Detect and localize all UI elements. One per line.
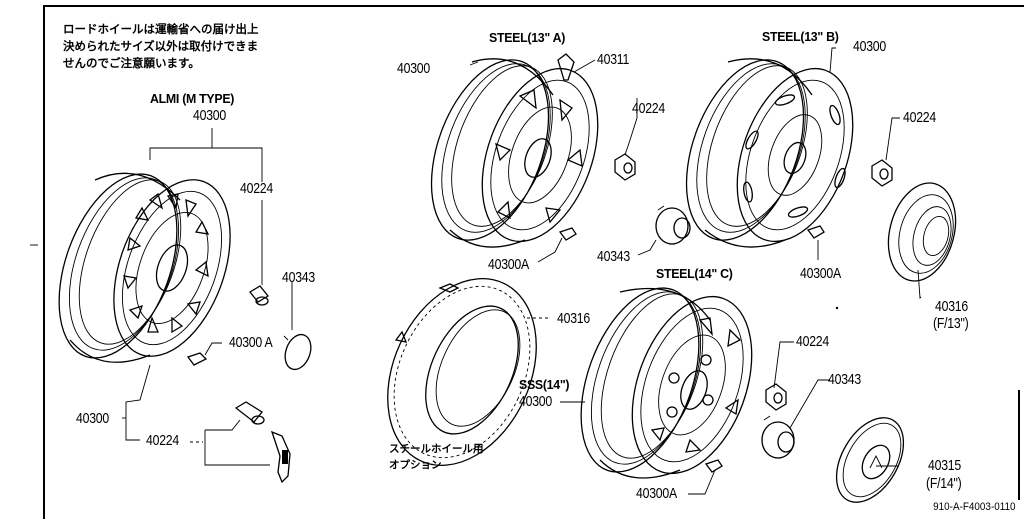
group-label-steel-13b: STEEL(13" B) — [762, 29, 839, 44]
part-number-b-40300a[interactable]: 40300A — [800, 265, 841, 282]
almi-valve-stem[interactable] — [186, 352, 208, 366]
group-label-steel-13a: STEEL(13" A) — [489, 30, 566, 45]
part-number-almi-40224[interactable]: 40224 — [240, 180, 273, 197]
steel-13b-hub-cap[interactable] — [878, 175, 966, 288]
steel-14c-wheel[interactable] — [558, 272, 774, 490]
part-number-c-40224[interactable]: 40224 — [796, 333, 829, 350]
part-number-almi-40343[interactable]: 40343 — [282, 269, 315, 286]
part-note-b-40316: (F/13") — [933, 315, 969, 332]
almi-leaders — [122, 128, 293, 466]
frame-border-left — [43, 5, 45, 519]
option-note-line: オプション — [389, 459, 442, 471]
frame-border-top — [43, 5, 1024, 7]
steel-13a-wheel[interactable] — [409, 44, 620, 257]
notice-line: せんのでご注意願います。 — [63, 56, 200, 70]
steel-14c-lug-nut[interactable] — [765, 383, 787, 411]
steel-13a-lug-nut[interactable] — [614, 153, 636, 181]
part-number-b-40224[interactable]: 40224 — [903, 109, 936, 126]
part-number-b-40316[interactable]: 40316 — [935, 298, 968, 315]
notice-line: 決められたサイズ以外は取付けできま — [63, 39, 259, 53]
part-number-almi-40300-assembly[interactable]: 40300 — [76, 410, 109, 427]
almi-lock-key[interactable] — [270, 430, 291, 484]
steel-13a-valve[interactable] — [557, 53, 575, 81]
document-id: 910-A-F4003-0110 — [933, 501, 1016, 513]
part-number-c-40315[interactable]: 40315 — [928, 457, 961, 474]
steel-13a-leaders — [469, 59, 657, 263]
steel-13b-wheel[interactable] — [664, 44, 875, 257]
steel-13b-leaders — [817, 47, 922, 300]
almi-lug-nut[interactable] — [249, 285, 269, 306]
steel-14c-ornament[interactable] — [761, 415, 795, 459]
part-number-c-40343[interactable]: 40343 — [828, 371, 861, 388]
part-number-a-40311[interactable]: 40311 — [597, 51, 630, 68]
part-number-a-40300a[interactable]: 40300A — [488, 256, 529, 273]
group-label-almi: ALMI (M TYPE) — [150, 91, 235, 106]
steel-14c-valve-stem[interactable] — [704, 459, 723, 473]
wheel-trim-ring[interactable] — [359, 254, 565, 489]
part-number-almi-40224-lock[interactable]: 40224 — [146, 432, 179, 449]
steel-13a-valve-stem[interactable] — [558, 227, 577, 241]
part-number-almi-40300[interactable]: 40300 — [193, 107, 226, 124]
notice-line: ロードホイールは運輸省への届け出上 — [63, 22, 259, 36]
option-note: スチールホイール用 オプション — [389, 441, 484, 473]
part-note-c-40315: (F/14") — [926, 475, 962, 492]
frame-border-right — [1018, 390, 1020, 500]
almi-center-cap[interactable] — [281, 331, 316, 373]
part-number-c-40300[interactable]: 40300 — [519, 393, 552, 410]
restriction-notice: ロードホイールは運輸省への届け出上 決められたサイズ以外は取付けできま せんので… — [63, 21, 259, 72]
almi-wheel[interactable] — [36, 158, 252, 374]
part-number-a-40224[interactable]: 40224 — [632, 100, 665, 117]
option-note-line: スチールホイール用 — [389, 443, 484, 455]
part-number-a-40300[interactable]: 40300 — [397, 60, 430, 77]
group-label-sss-14: SSS(14") — [519, 377, 570, 392]
part-number-b-40300[interactable]: 40300 — [853, 38, 886, 55]
group-label-steel-14c: STEEL(14" C) — [656, 266, 733, 281]
part-number-almi-40300a[interactable]: 40300 A — [229, 334, 273, 351]
steel-13a-ornament[interactable] — [655, 205, 691, 245]
part-number-ring-40316[interactable]: 40316 — [557, 310, 590, 327]
registration-dot — [835, 306, 839, 310]
almi-spoke-windows — [123, 192, 210, 334]
steel-13b-lug-nut[interactable] — [871, 159, 893, 187]
almi-lock-nut[interactable] — [234, 401, 265, 425]
steel-13b-valve-stem[interactable] — [806, 225, 825, 239]
steel-14c-hub-cap[interactable] — [823, 406, 917, 514]
part-number-a-40343[interactable]: 40343 — [597, 248, 630, 265]
part-number-c-40300a[interactable]: 40300A — [636, 485, 677, 502]
